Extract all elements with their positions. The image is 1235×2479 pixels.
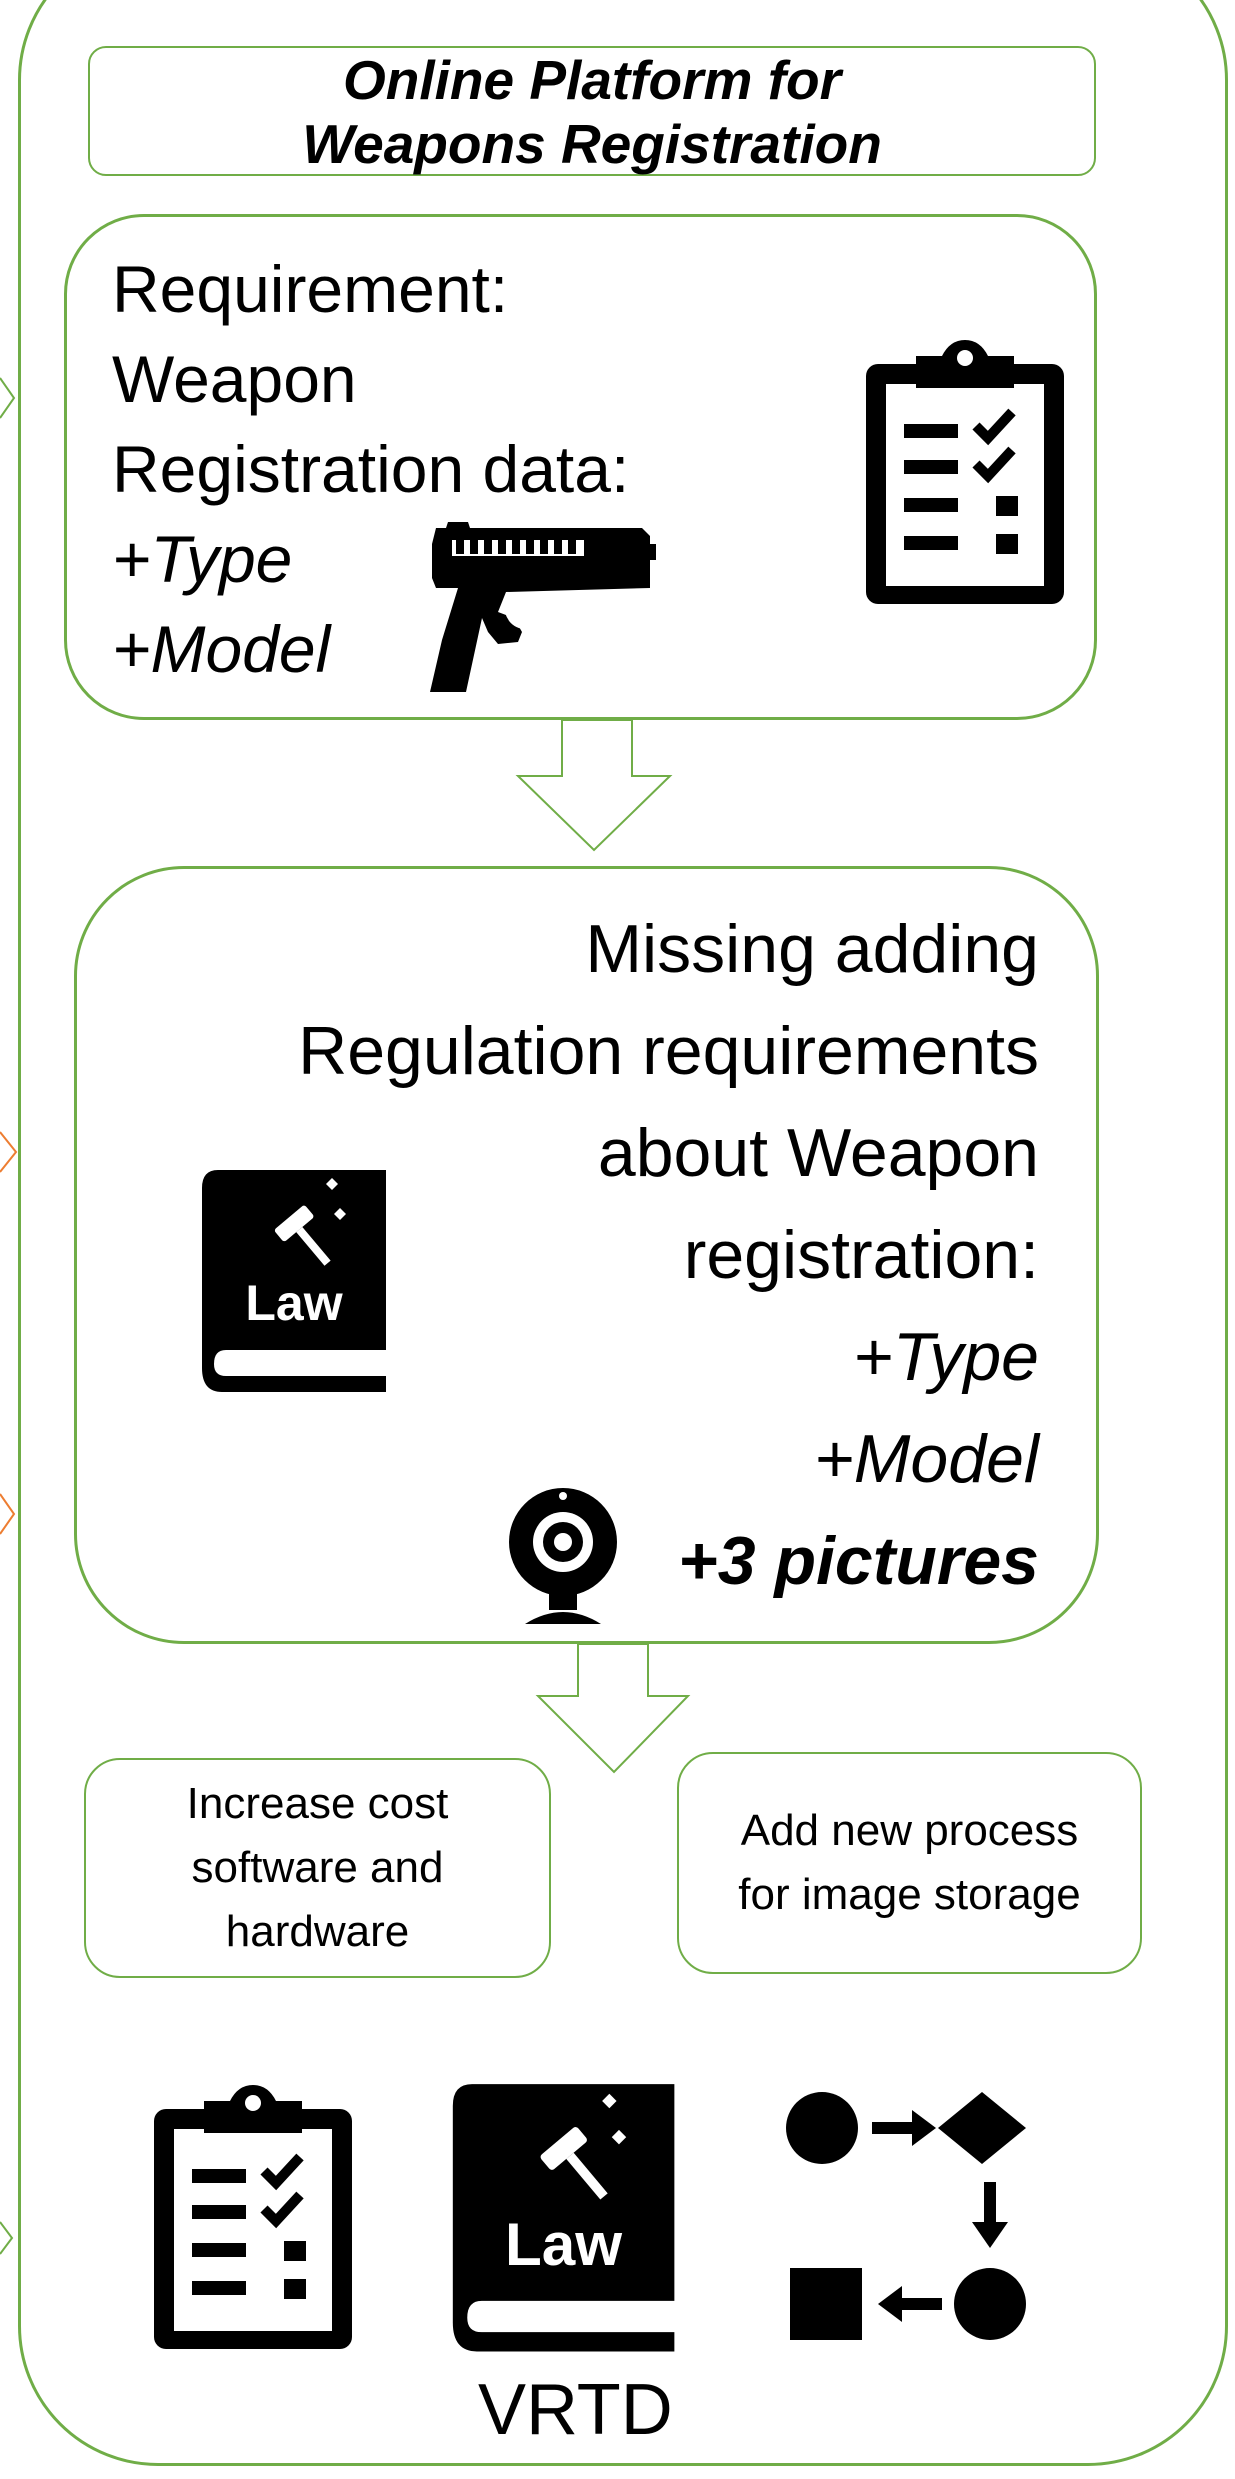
side-arrow-3 <box>0 1493 16 1535</box>
requirement-item-type: +Type <box>112 522 293 596</box>
law-book-icon: Law <box>202 1170 386 1392</box>
requirement-line-1: Requirement: <box>112 252 509 326</box>
title-line-1: Online Platform for <box>342 49 842 111</box>
bottom-clipboard-checklist-icon <box>154 2085 352 2349</box>
requirement-item-model: +Model <box>112 612 331 686</box>
requirement-text: Requirement: Weapon Registration data: +… <box>112 244 629 694</box>
missing-requirements-text: Missing adding Regulation requirements a… <box>298 898 1039 1612</box>
down-arrow-2 <box>535 1643 691 1774</box>
missing-line-4: registration: <box>683 1217 1039 1293</box>
bottom-law-icon-text: Law <box>505 2211 622 2278</box>
process-line-2: for image storage <box>738 1870 1081 1919</box>
pistol-icon <box>430 522 656 692</box>
new-process-box: Add new process for image storage <box>677 1752 1142 1974</box>
process-flow-icon <box>786 2092 1026 2340</box>
requirement-line-2: Weapon <box>112 342 357 416</box>
cost-line-2: software and <box>191 1843 444 1892</box>
vrtd-label: VRTD <box>478 2370 673 2450</box>
side-arrow-1 <box>0 377 16 419</box>
webcam-icon <box>509 1488 617 1624</box>
outer-frame <box>18 0 1228 2466</box>
down-arrow-1 <box>515 719 673 852</box>
process-line-1: Add new process <box>740 1806 1079 1855</box>
increase-cost-box: Increase cost software and hardware <box>84 1758 551 1978</box>
bottom-law-book-icon: Law <box>452 2084 675 2352</box>
missing-requirements-box <box>74 866 1099 1644</box>
missing-line-2: Regulation requirements <box>298 1013 1039 1089</box>
missing-item-pictures: +3 pictures <box>678 1523 1039 1599</box>
title-box: Online Platform for Weapons Registration <box>88 46 1096 176</box>
side-arrow-2 <box>0 1131 18 1173</box>
law-icon-text: Law <box>245 1275 342 1331</box>
missing-item-model: +Model <box>814 1421 1039 1497</box>
title-line-2: Weapons Registration <box>302 113 882 175</box>
clipboard-checklist-icon <box>866 340 1064 604</box>
cost-line-1: Increase cost <box>186 1779 449 1828</box>
side-arrow-fragments <box>0 377 18 2255</box>
missing-line-3: about Weapon <box>597 1115 1039 1191</box>
requirement-line-3: Registration data: <box>112 432 630 506</box>
cost-line-3: hardware <box>225 1907 410 1956</box>
side-arrow-4 <box>0 2221 14 2255</box>
requirement-box <box>64 214 1097 720</box>
missing-line-1: Missing adding <box>585 911 1039 987</box>
missing-item-type: +Type <box>853 1319 1039 1395</box>
